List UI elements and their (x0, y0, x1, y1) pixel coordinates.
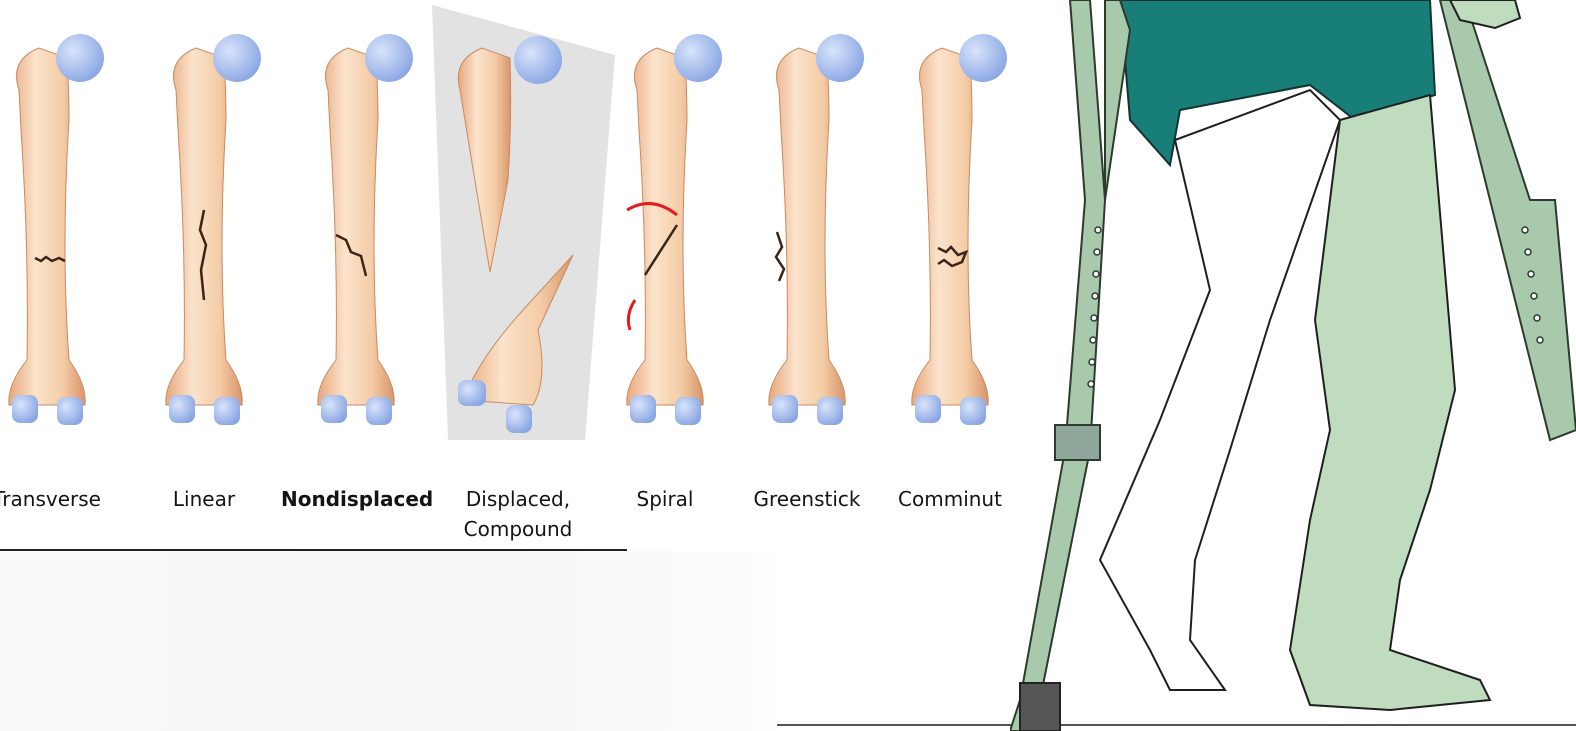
femoral-head (959, 34, 1007, 82)
label-spiral: Spiral (590, 484, 740, 514)
femoral-head (816, 34, 864, 82)
femoral-head (56, 34, 104, 82)
femur-comminuted (912, 34, 1007, 425)
label-transverse: Transverse (0, 484, 122, 514)
femur-spiral (627, 34, 722, 425)
femoral-head (213, 34, 261, 82)
faded-background (0, 551, 776, 731)
femur-transverse (9, 34, 104, 425)
femur-nondisplaced (318, 34, 413, 425)
cast-leg (1290, 95, 1490, 710)
crutch-person-illustration (1010, 0, 1576, 731)
fracture-line (776, 232, 784, 281)
label-comminuted: Comminut (875, 484, 1025, 514)
femur-greenstick (769, 34, 864, 425)
label-displaced: Displaced, Compound (443, 484, 593, 544)
label-greenstick: Greenstick (732, 484, 882, 514)
label-linear: Linear (129, 484, 279, 514)
crutch-tip (1020, 683, 1060, 731)
rotation-arrow-icon (628, 300, 635, 330)
femoral-head (674, 34, 722, 82)
femur-illustrations (0, 0, 1010, 480)
label-nondisplaced: Nondisplaced (281, 484, 431, 514)
femoral-head (365, 34, 413, 82)
right-crutch (1440, 0, 1576, 440)
femur-linear (166, 34, 261, 425)
